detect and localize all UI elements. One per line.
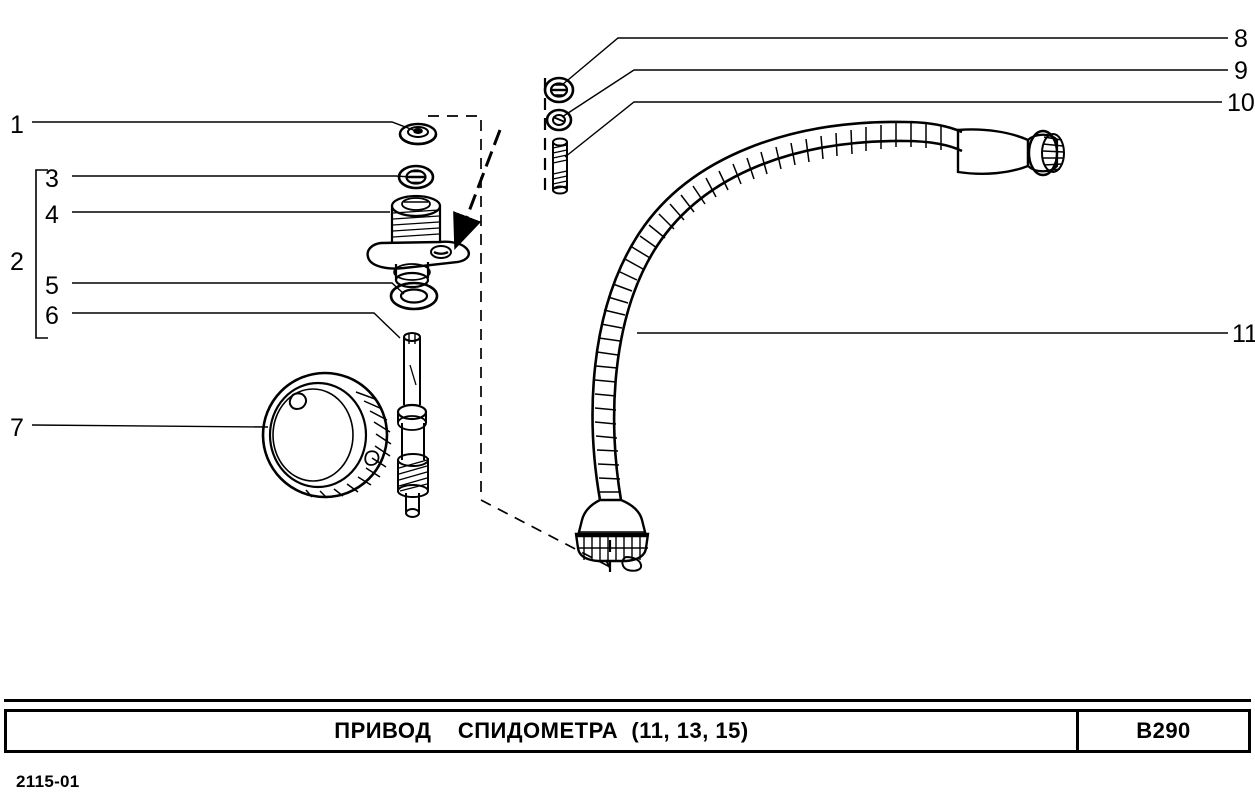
title-block: ПРИВОД СПИДОМЕТРА (11, 13, 15) B290 xyxy=(4,709,1251,753)
drawing-code: B290 xyxy=(1136,718,1191,743)
assembly-pointer-arrow xyxy=(453,129,502,251)
callout-label-9: 9 xyxy=(1234,57,1248,85)
callout-label-11: 11 xyxy=(1232,320,1255,348)
callout-label-6: 6 xyxy=(45,302,59,330)
part-7-knurled-lock-ring xyxy=(261,371,392,499)
part-5-o-ring xyxy=(389,281,439,311)
title-block-code-cell: B290 xyxy=(1079,712,1248,750)
title-block-top-rule xyxy=(4,699,1251,702)
part-8-nut xyxy=(543,76,575,104)
callout-label-1: 1 xyxy=(10,111,24,139)
callout-label-4: 4 xyxy=(45,201,59,229)
callout-label-7: 7 xyxy=(10,414,24,442)
assembly-boundary-dashed xyxy=(428,115,611,568)
callout-label-5: 5 xyxy=(45,272,59,300)
part-4-drive-housing xyxy=(366,194,470,289)
callout-label-8: 8 xyxy=(1234,25,1248,53)
cable-dashed-axis xyxy=(543,78,612,575)
part-11-speedometer-cable xyxy=(574,120,1065,572)
callout-label-10: 10 xyxy=(1227,89,1255,117)
leader-lines-right xyxy=(561,37,1228,334)
part-10-threaded-stud xyxy=(552,137,568,195)
callout-label-2: 2 xyxy=(10,248,24,276)
part-9-lock-washer xyxy=(545,108,573,132)
callout-label-3: 3 xyxy=(45,165,59,193)
part-3-nut xyxy=(397,164,435,190)
sheet-code: 2115-01 xyxy=(16,772,80,791)
leader-lines-left xyxy=(31,121,417,428)
part-6-driven-gear-shaft xyxy=(396,332,429,518)
title-block-name-cell: ПРИВОД СПИДОМЕТРА (11, 13, 15) xyxy=(7,712,1079,750)
callout-2-bracket xyxy=(35,169,48,339)
part-1-sealing-washer xyxy=(398,122,438,146)
page-title: ПРИВОД СПИДОМЕТРА (11, 13, 15) xyxy=(334,718,749,743)
